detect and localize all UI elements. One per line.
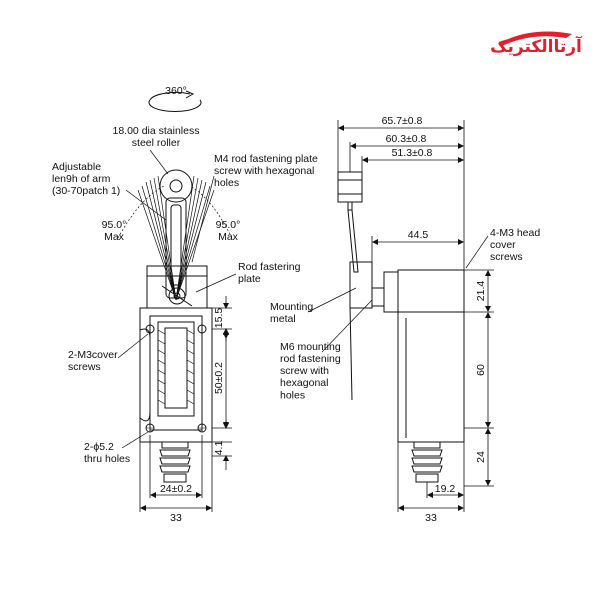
side-top-dimensions [337,120,465,270]
front-dimensions [139,296,232,512]
side-bottom-dimensions [397,442,465,512]
dim-65-7: 65.7±0.8 [382,115,423,127]
label-line: cover [490,239,516,251]
label-line: Mounting [270,301,313,313]
arm-sweep-fan [117,175,233,301]
dim-60: 60 [475,364,487,376]
dim-60-3: 60.3±0.8 [386,133,427,145]
label-line: rod fastening [280,353,341,365]
dim-24: 24±0.2 [160,483,192,495]
label-line: 2-M3cover [68,349,118,361]
cover-screw-icon [197,324,207,334]
label-line: steel roller [132,137,181,149]
label-line: holes [280,389,305,401]
side-head [349,261,399,313]
rotation-arrow-icon [148,90,202,112]
label-line: M4 rod fastening plate [214,153,318,165]
label-line: M6 mounting [280,341,341,353]
brand-logo: آرتاالکتریک [490,31,583,57]
cover-screw-icon [145,324,155,334]
dim-15-5: 15.5 [213,308,225,329]
side-cable-gland [411,441,443,483]
switch-head [146,265,208,309]
label-line: screws [68,361,101,373]
label-line: Max [218,231,239,243]
label-line: screws [490,251,523,263]
front-leaders [117,149,237,449]
logo-text: آرتاالکتریک [490,35,583,57]
label-line: 18.00 dia stainless [113,125,200,137]
side-right-dimensions [464,269,494,487]
dim-4-1: 4.1 [213,441,225,456]
label-line: screw with [280,365,329,377]
label-line: (30-70patch 1) [52,185,120,197]
side-view [307,120,494,512]
dim-33: 33 [170,512,182,524]
label-line: screw with hexagonal [214,165,314,177]
label-line: 95.0° [102,219,127,231]
label-line: holes [214,177,239,189]
rotation-label: 360° [165,85,187,97]
label-line: plate [238,273,261,285]
label-line: Max [104,231,125,243]
side-roller [337,171,363,211]
dim-24-side: 24 [475,451,487,463]
side-rod [349,305,353,401]
front-view [117,90,237,512]
label-line: Rod fastering [238,261,301,273]
side-leaders [307,235,489,353]
dim-51-3: 51.3±0.8 [392,147,433,159]
angle-right-label: 95.0°Max [216,219,241,243]
label-line: len9h of arm [52,173,111,185]
label-line: 95.0° [216,219,241,231]
label-line: hexagonal [280,377,328,389]
label-line: 4-M3 head [490,227,540,239]
roller [159,169,193,203]
dim-44-5: 44.5 [408,229,429,241]
side-arm [347,209,359,273]
dim-19-2: 19.2 [435,483,456,495]
label-line: Adjustable [52,161,101,173]
dim-50: 50±0.2 [213,362,225,394]
side-view-labels: 65.7±0.8 60.3±0.8 51.3±0.8 44.5 4-M3 hea… [270,115,540,524]
label-line: 2-ϕ5.2 [84,441,114,453]
cable-gland [159,441,191,483]
label-line: 360° [165,85,187,97]
dim-21-4: 21.4 [475,281,487,302]
dim-33-side: 33 [425,512,437,524]
adjustable-arm [165,197,187,299]
label-line: thru holes [84,453,130,465]
angle-left-label: 95.0°Max [102,219,127,243]
label-line: metal [270,313,296,325]
switch-body [139,307,213,443]
side-body [397,269,465,443]
